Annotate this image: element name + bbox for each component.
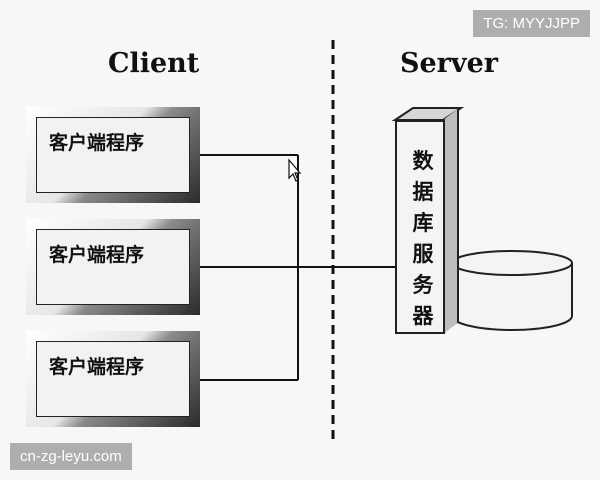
database-cylinder-icon [451, 250, 573, 331]
database-server-box: 数 据 库 服 务 器 [395, 108, 463, 336]
client-program-label: 客户端程序 [49, 356, 145, 378]
server-label-char: 据 [412, 180, 434, 204]
client-program-label: 客户端程序 [49, 132, 145, 154]
server-side-face [443, 108, 459, 334]
client-program-box: 客户端程序 [26, 219, 200, 315]
site-watermark: cn-zg-leyu.com [10, 443, 132, 470]
server-label-char: 务 [412, 273, 434, 297]
tg-watermark: TG: MYYJJPP [473, 10, 590, 37]
server-label-char: 服 [412, 242, 434, 266]
server-label-char: 数 [412, 149, 434, 173]
box-face: 客户端程序 [36, 229, 190, 305]
mouse-pointer-icon [288, 158, 302, 182]
server-label: 数 据 库 服 务 器 [405, 146, 441, 332]
server-label-char: 器 [412, 304, 434, 328]
client-title: Client [108, 48, 200, 79]
server-label-char: 库 [412, 211, 434, 235]
box-face: 客户端程序 [36, 117, 190, 193]
client-program-box: 客户端程序 [26, 331, 200, 427]
server-title: Server [400, 48, 498, 79]
client-program-box: 客户端程序 [26, 107, 200, 203]
server-front-face: 数 据 库 服 务 器 [395, 120, 445, 334]
box-face: 客户端程序 [36, 341, 190, 417]
client-program-label: 客户端程序 [49, 244, 145, 266]
